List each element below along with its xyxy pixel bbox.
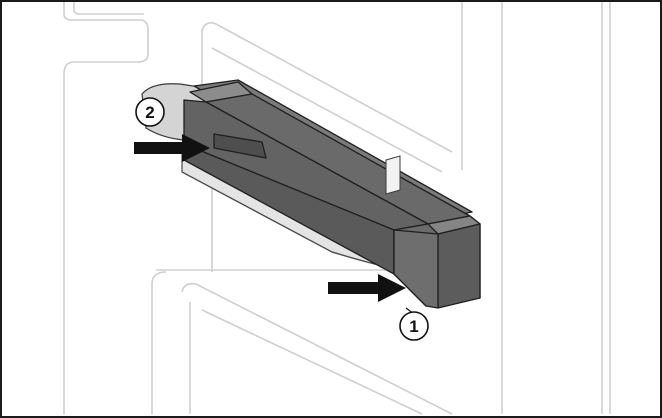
callout-1-label: 1: [409, 317, 418, 336]
shelf-part: [183, 79, 481, 309]
retaining-clip: [385, 155, 401, 195]
push-arrow-upper: [134, 134, 210, 162]
callout-1: 1: [399, 307, 429, 341]
insertion-arrows: [134, 134, 406, 302]
callout-2: 2: [135, 97, 165, 127]
push-arrow-lower: [328, 274, 406, 302]
appliance-outline: [63, 2, 611, 415]
callout-2-label: 2: [145, 103, 154, 122]
